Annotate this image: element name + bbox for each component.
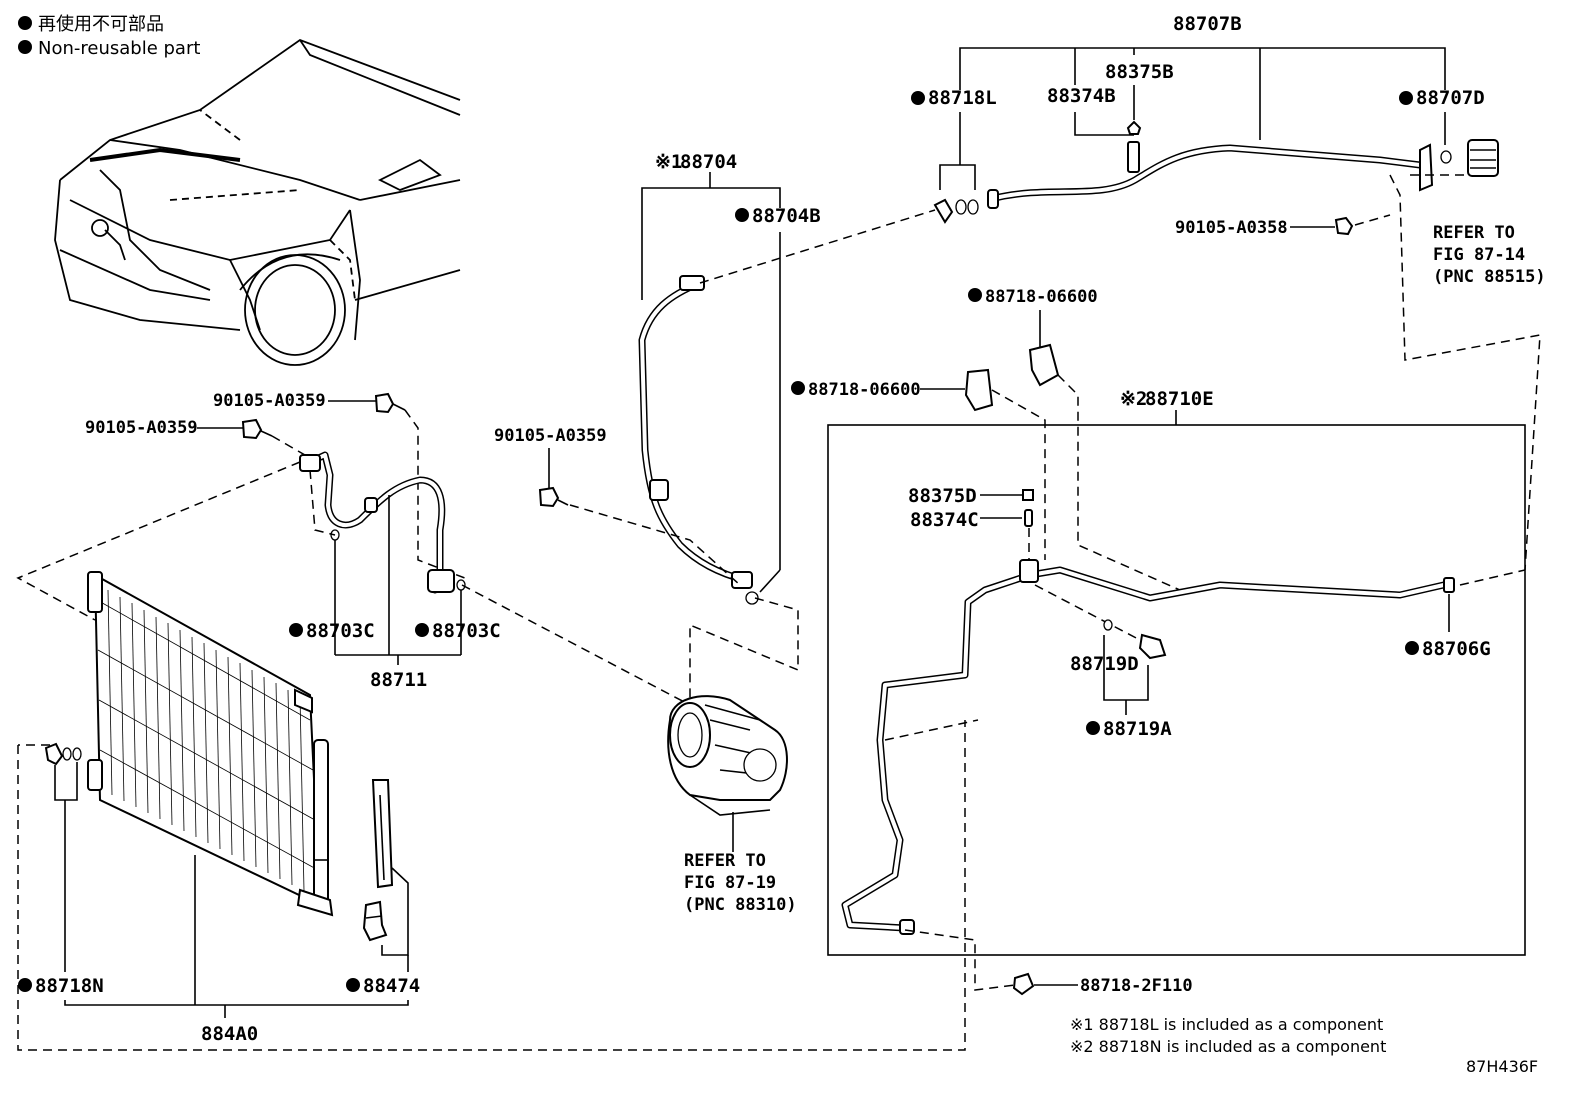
label-88718N: 88718N	[35, 975, 104, 997]
clamp-88718-2F110: 88718-2F110	[904, 929, 1193, 996]
non-reusable-mark-icon	[735, 208, 749, 222]
label-88374B: 88374B	[1047, 85, 1116, 107]
refer-87-19-line2: FIG 87-19	[684, 873, 776, 893]
label-88703C-left: 88703C	[306, 620, 375, 642]
label-90105-A0359-top: 90105-A0359	[213, 391, 326, 411]
assembly-88704: ※1 88704 88704B	[638, 151, 936, 700]
footnotes: ※1 88718L is included as a component ※2 …	[1070, 1015, 1538, 1076]
refer-87-19-line3: (PNC 88310)	[684, 895, 797, 915]
non-reusable-mark-icon	[968, 288, 982, 302]
label-88704-mark: ※1	[655, 151, 682, 173]
filled-circle-icon	[18, 40, 32, 54]
footnote-1: ※1 88718L is included as a component	[1070, 1015, 1383, 1034]
legend: 再使用不可部品 Non-reusable part	[18, 14, 200, 59]
label-88711: 88711	[370, 669, 427, 691]
refer-87-14-line3: (PNC 88515)	[1433, 267, 1546, 287]
label-88706G: 88706G	[1422, 638, 1491, 660]
legend-japanese: 再使用不可部品	[38, 14, 164, 35]
label-88710E-mark: ※2	[1120, 388, 1147, 410]
label-88719A: 88719A	[1103, 718, 1172, 740]
label-88707B: 88707B	[1173, 13, 1242, 35]
label-88718-2F110: 88718-2F110	[1080, 976, 1193, 996]
refer-87-14-line1: REFER TO	[1433, 223, 1515, 243]
footnote-2: ※2 88718N is included as a component	[1070, 1037, 1386, 1056]
filled-circle-icon	[18, 16, 32, 30]
label-90105-A0358: 90105-A0358	[1175, 218, 1288, 238]
label-884A0: 884A0	[201, 1023, 258, 1045]
clamps-88718-06600: 88718-06600 88718-06600	[791, 287, 1181, 591]
label-88718L: 88718L	[928, 87, 997, 109]
label-88374C: 88374C	[910, 509, 979, 531]
non-reusable-mark-icon	[415, 623, 429, 637]
bolts-90105-A0359: 90105-A0359 90105-A0359 90105-A0359	[85, 391, 741, 586]
label-88710E: 88710E	[1145, 388, 1214, 410]
non-reusable-mark-icon	[1399, 91, 1413, 105]
non-reusable-mark-icon	[1405, 641, 1419, 655]
label-88704B: 88704B	[752, 205, 821, 227]
assembly-88707B: 88707B 88375B 88374B 88718L 88707D	[911, 13, 1546, 571]
assembly-884A0-parts: 88718N 88474 884A0	[17, 720, 966, 1051]
label-90105-A0359-mid: 90105-A0359	[494, 426, 607, 446]
label-90105-A0359-left: 90105-A0359	[85, 418, 198, 438]
label-88474: 88474	[363, 975, 420, 997]
refer-87-19-line1: REFER TO	[684, 851, 766, 871]
non-reusable-mark-icon	[289, 623, 303, 637]
compressor: REFER TO FIG 87-19 (PNC 88310)	[667, 695, 797, 915]
label-88703C-right: 88703C	[432, 620, 501, 642]
vehicle-illustration	[54, 38, 461, 366]
legend-english: Non-reusable part	[38, 38, 200, 59]
condenser	[87, 571, 334, 1005]
non-reusable-mark-icon	[346, 978, 360, 992]
label-88707D: 88707D	[1416, 87, 1485, 109]
label-88375D: 88375D	[908, 485, 977, 507]
assembly-88710E: ※2 88710E 88375D 88374C 88719D 88719A 88…	[827, 388, 1526, 956]
label-88704: 88704	[680, 151, 737, 173]
non-reusable-mark-icon	[18, 978, 32, 992]
label-88718-06600-top: 88718-06600	[985, 287, 1098, 307]
label-88375B: 88375B	[1105, 61, 1174, 83]
non-reusable-mark-icon	[1086, 721, 1100, 735]
non-reusable-mark-icon	[791, 381, 805, 395]
non-reusable-mark-icon	[911, 91, 925, 105]
figure-code: 87H436F	[1466, 1057, 1538, 1076]
refer-87-14-line2: FIG 87-14	[1433, 245, 1525, 265]
label-88718-06600-mid: 88718-06600	[808, 380, 921, 400]
assembly-88711: 88703C 88703C 88711	[16, 451, 691, 706]
